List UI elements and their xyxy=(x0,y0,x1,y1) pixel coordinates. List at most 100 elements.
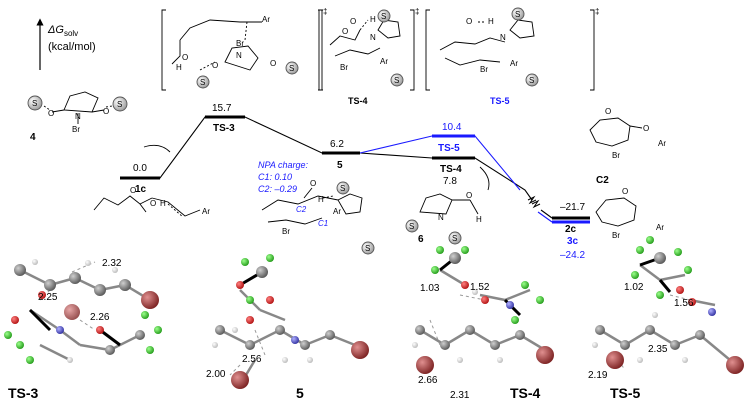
svg-text:H: H xyxy=(160,199,166,208)
energy-ts5: 10.4 xyxy=(442,122,462,133)
svg-text:O: O xyxy=(622,187,628,196)
svg-text:S: S xyxy=(289,64,294,73)
label-ts3: TS-3 xyxy=(213,123,235,134)
svg-text:N: N xyxy=(75,112,81,121)
svg-text:Br: Br xyxy=(340,63,348,72)
svg-text:Ar: Ar xyxy=(380,57,388,66)
model-5-label: 5 xyxy=(296,385,304,401)
svg-text:S: S xyxy=(340,184,345,193)
energy-1c: 0.0 xyxy=(133,163,147,174)
ts5-distance-1: 1.02 xyxy=(624,282,644,293)
byproduct-6-labels: O H N S S 6 xyxy=(409,191,482,245)
svg-text:S: S xyxy=(365,244,370,253)
label-3c: 3c xyxy=(567,236,579,247)
svg-text:O: O xyxy=(310,179,316,188)
energy-levels xyxy=(120,115,590,224)
svg-text:O: O xyxy=(466,191,472,200)
model-ts5: 1.02 1.56 2.35 2.19 TS-5 xyxy=(588,236,744,401)
byproduct-6-structure xyxy=(405,193,479,245)
svg-text:S: S xyxy=(200,78,205,87)
ts3-distance-1: 2.32 xyxy=(102,258,122,269)
svg-text:Br: Br xyxy=(282,227,290,236)
svg-text:N: N xyxy=(236,51,242,60)
svg-text:C1: C1 xyxy=(318,219,328,228)
svg-text:O: O xyxy=(182,53,188,62)
svg-text:O: O xyxy=(150,199,156,208)
svg-text:O: O xyxy=(605,107,611,116)
model-ts5-label: TS-5 xyxy=(610,385,641,401)
model-ts3: 2.32 2.25 2.26 TS-3 xyxy=(4,258,162,401)
model-ts3-label: TS-3 xyxy=(8,385,39,401)
ts4-structure xyxy=(318,9,415,91)
axis-symbol: ΔGsolv xyxy=(47,24,78,38)
label-5: 5 xyxy=(337,160,343,171)
svg-text:O: O xyxy=(342,27,348,36)
svg-text:H: H xyxy=(370,15,376,24)
svg-text:O: O xyxy=(643,124,649,133)
label-1c: 1c xyxy=(135,184,147,195)
axis-unit: (kcal/mol) xyxy=(48,41,96,53)
svg-text:O: O xyxy=(48,109,54,118)
model-5: 2.56 2.00 5 xyxy=(206,254,369,401)
svg-text:S: S xyxy=(117,100,122,109)
int5-structure xyxy=(261,181,375,255)
energy-3c: –24.2 xyxy=(560,250,585,261)
y-axis: ΔGsolv (kcal/mol) xyxy=(36,18,96,70)
reagent-4-structure xyxy=(27,91,128,124)
svg-text:O: O xyxy=(270,59,276,68)
int5-distance-1: 2.56 xyxy=(242,354,262,365)
svg-text:S: S xyxy=(32,99,37,108)
energy-2c: –21.7 xyxy=(560,202,585,213)
level-labels: 0.0 1c 15.7 TS-3 6.2 5 10.4 TS-5 TS-4 7.… xyxy=(133,103,585,261)
ts3-structure xyxy=(161,9,323,91)
arrow-reagent xyxy=(143,144,171,153)
reactant-1c-structure xyxy=(93,195,201,218)
label-ts5: TS-5 xyxy=(438,143,460,154)
svg-text:N: N xyxy=(438,213,444,222)
svg-text:Br: Br xyxy=(72,125,80,134)
model-ts4: 1.03 1.52 2.66 2.31 TS-4 xyxy=(412,246,554,401)
ts4-distance-4: 2.31 xyxy=(450,390,470,401)
energy-ts3: 15.7 xyxy=(212,103,232,114)
svg-text:Br: Br xyxy=(480,65,488,74)
label-ts4: TS-4 xyxy=(440,164,462,175)
ts3-labels: Ar Br O H N O O S S ‡ xyxy=(176,7,327,87)
ts5-structure xyxy=(425,7,595,91)
ts4-distance-1: 1.03 xyxy=(420,283,440,294)
svg-text:‡: ‡ xyxy=(323,7,327,16)
svg-text:O: O xyxy=(130,186,136,195)
model-ts4-label: TS-4 xyxy=(510,385,541,401)
svg-text:Ar: Ar xyxy=(333,207,341,216)
svg-text:S: S xyxy=(529,76,534,85)
svg-text:H: H xyxy=(176,63,182,72)
svg-text:Ar: Ar xyxy=(262,15,270,24)
svg-text:C2: C2 xyxy=(596,175,609,186)
ts5-labels: O H S N Ar Br S ‡ TS-5 xyxy=(466,7,599,106)
product-2c-structure xyxy=(589,117,643,147)
svg-text:S: S xyxy=(515,10,520,19)
svg-text:‡: ‡ xyxy=(595,7,599,16)
label-6: 6 xyxy=(418,234,424,245)
svg-text:O: O xyxy=(350,17,356,26)
energy-5: 6.2 xyxy=(330,139,344,150)
svg-text:H: H xyxy=(476,215,482,224)
ts5-title: TS-5 xyxy=(490,96,510,106)
product-3c-labels: O Br Ar xyxy=(612,187,664,240)
ts3-distance-2: 2.25 xyxy=(38,292,58,303)
ts4-labels: O O H S N Ar Br S ‡ TS-4 xyxy=(340,7,419,106)
svg-text:S: S xyxy=(381,12,386,21)
npa-c2: C2: –0.29 xyxy=(258,184,297,194)
svg-text:Br: Br xyxy=(612,151,620,160)
reactant-1c-labels: O O H Ar xyxy=(130,186,210,216)
product-3c-structure xyxy=(595,197,637,227)
svg-text:Br: Br xyxy=(236,39,244,48)
ts4-title: TS-4 xyxy=(348,96,368,106)
svg-text:O: O xyxy=(466,17,472,26)
npa-charge-box: NPA charge: C1: 0.10 C2: –0.29 xyxy=(258,160,309,194)
svg-text:H: H xyxy=(318,195,324,204)
svg-text:Ar: Ar xyxy=(202,207,210,216)
svg-text:S: S xyxy=(394,76,399,85)
npa-c1: C1: 0.10 xyxy=(258,172,292,182)
svg-text:S: S xyxy=(452,234,457,243)
int5-labels: O H C2 C1 Ar Br S S xyxy=(282,179,370,253)
